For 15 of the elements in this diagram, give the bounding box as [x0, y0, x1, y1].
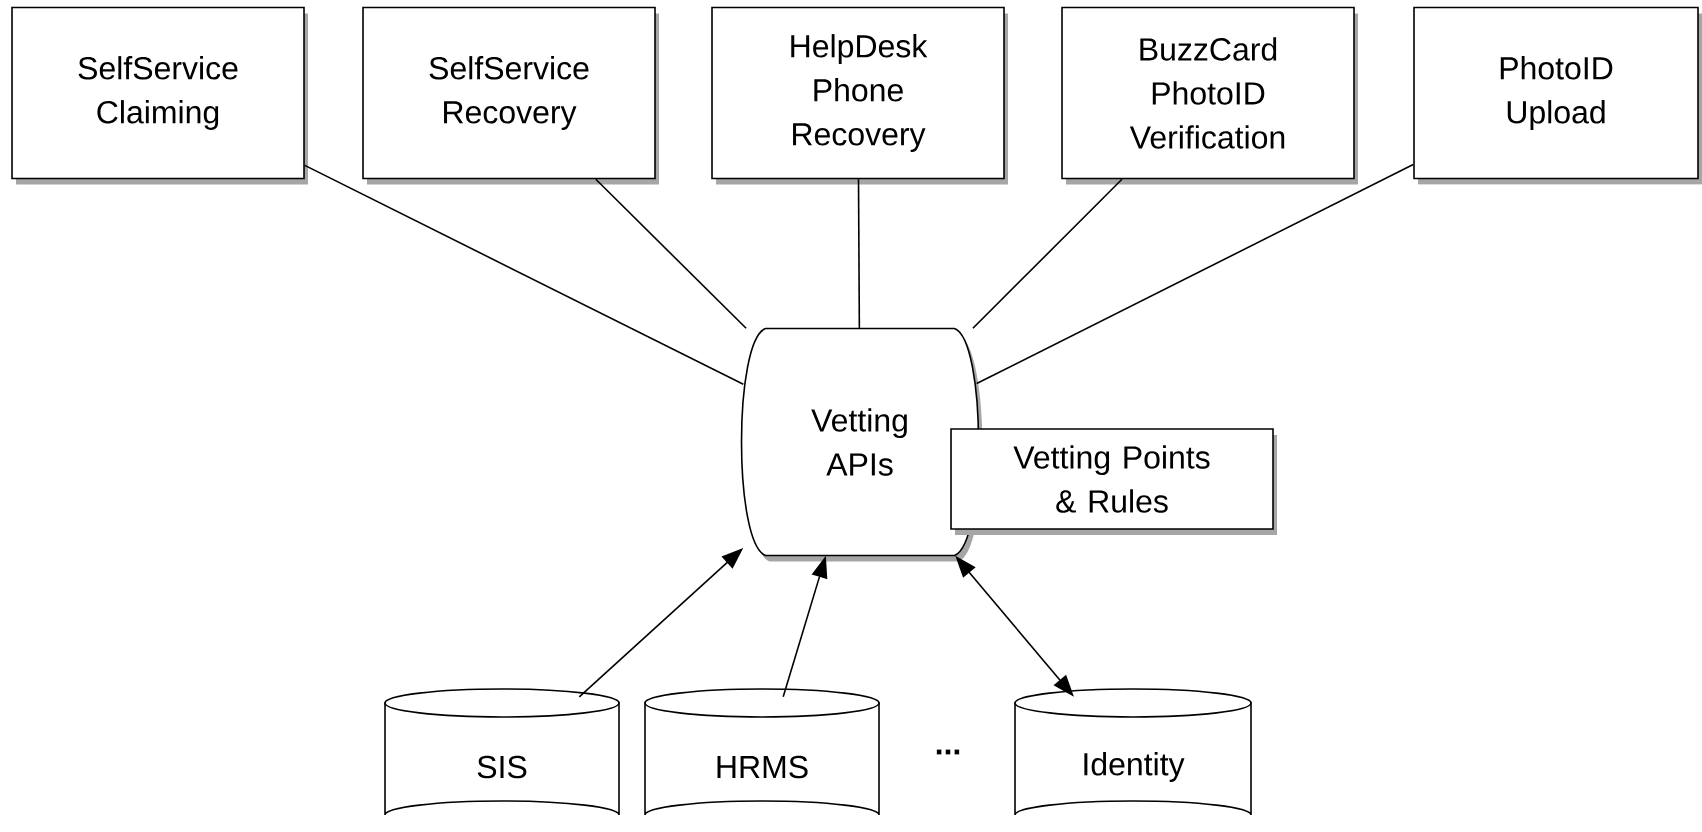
- process-box: Vetting Points & Rules: [950, 428, 1277, 535]
- ellipsis-mark: ...: [936, 749, 960, 755]
- process-box: PhotoID Upload: [1413, 6, 1702, 185]
- connector-line: [857, 178, 861, 330]
- process-box: HelpDesk Phone Recovery: [711, 6, 1008, 185]
- database-cylinder: SIS: [384, 688, 620, 816]
- process-box: SelfService Recovery: [362, 6, 659, 185]
- process-box: SelfService Claiming: [11, 6, 308, 185]
- connector-line: [304, 164, 745, 385]
- connector-line: [595, 178, 747, 330]
- connector-line: [975, 163, 1414, 385]
- database-cylinder: HRMS: [644, 688, 880, 816]
- process-box: BuzzCard PhotoID Verification: [1061, 6, 1358, 185]
- connector-line: [972, 178, 1123, 330]
- database-cylinder: Identity: [1014, 688, 1252, 816]
